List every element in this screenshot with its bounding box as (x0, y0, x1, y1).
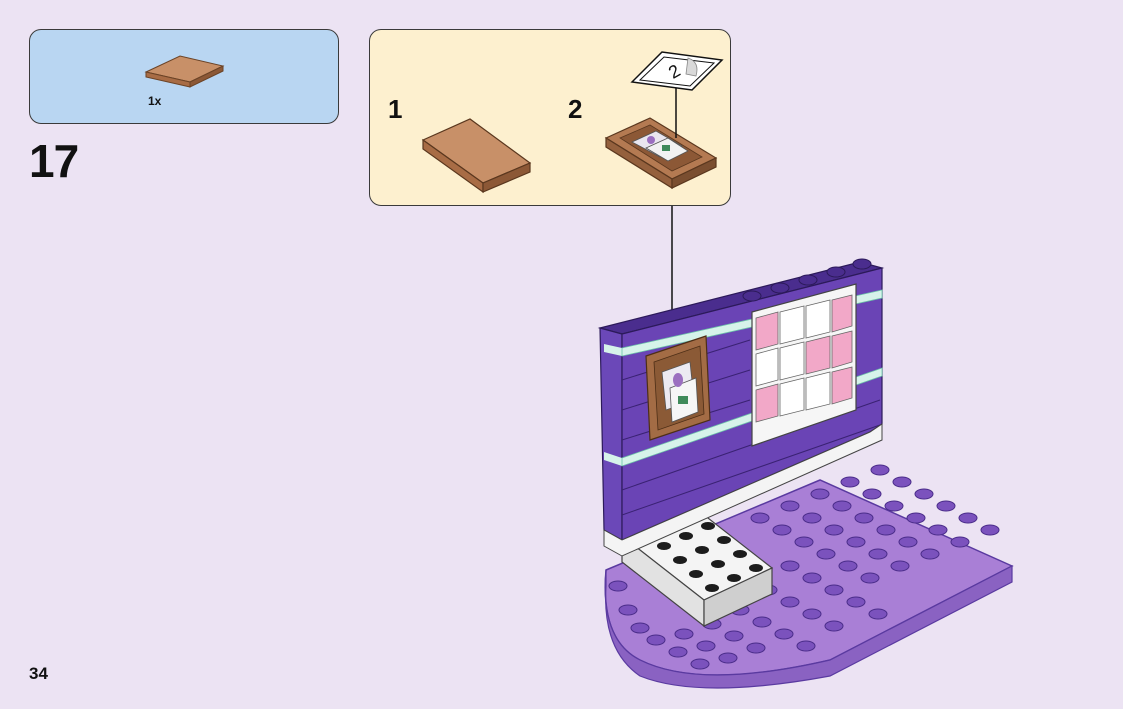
page-number: 34 (29, 664, 48, 683)
sub-assembly-box: 1 2 2 (369, 29, 731, 206)
brown-tile-part-icon (144, 55, 225, 88)
framed-picture-tile-icon (604, 117, 718, 190)
wall-picture-frame (645, 335, 711, 441)
brown-tile-icon (421, 118, 532, 194)
step-number: 17 (29, 135, 79, 187)
part-quantity: 1x (148, 94, 162, 108)
substep-number-1: 1 (388, 94, 403, 124)
sticker-callout: 2 (630, 51, 724, 138)
parts-list-box: 1x (29, 29, 339, 124)
white-brick-block (620, 503, 774, 628)
window-grid (751, 283, 857, 447)
sub-assembly-illustration: 2 (421, 51, 724, 194)
substep-number-2: 2 (568, 94, 583, 124)
